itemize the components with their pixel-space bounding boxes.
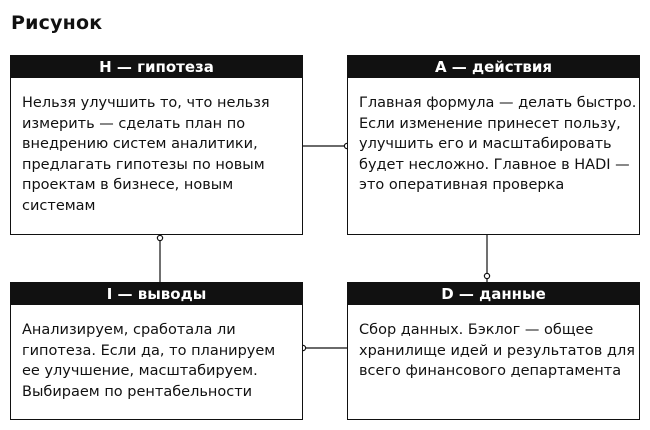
connector-i-to-h-dot (156, 234, 164, 242)
card-actions-body: Главная формула — делать быстро. Если из… (359, 95, 637, 193)
card-data-body: Сбор данных. Бэклог — общее хранилище ид… (359, 322, 635, 379)
card-actions: A — действия Главная формула — делать бы… (347, 55, 640, 235)
card-hypothesis: H — гипотеза Нельзя улучшить то, что нел… (10, 55, 303, 235)
card-data-header: D — данные (348, 283, 639, 305)
card-hypothesis-header: H — гипотеза (11, 56, 302, 78)
card-hypothesis-body: Нельзя улучшить то, что нельзя измерить … (22, 95, 270, 214)
figure-title: Рисунок (11, 12, 103, 34)
card-actions-header: A — действия (348, 56, 639, 78)
connector-a-to-d-dot (483, 272, 491, 280)
card-insights: I — выводы Анализируем, сработала ли гип… (10, 282, 303, 420)
card-insights-body: Анализируем, сработала ли гипотеза. Если… (22, 322, 276, 400)
card-data: D — данные Сбор данных. Бэклог — общее х… (347, 282, 640, 420)
card-insights-header: I — выводы (11, 283, 302, 305)
